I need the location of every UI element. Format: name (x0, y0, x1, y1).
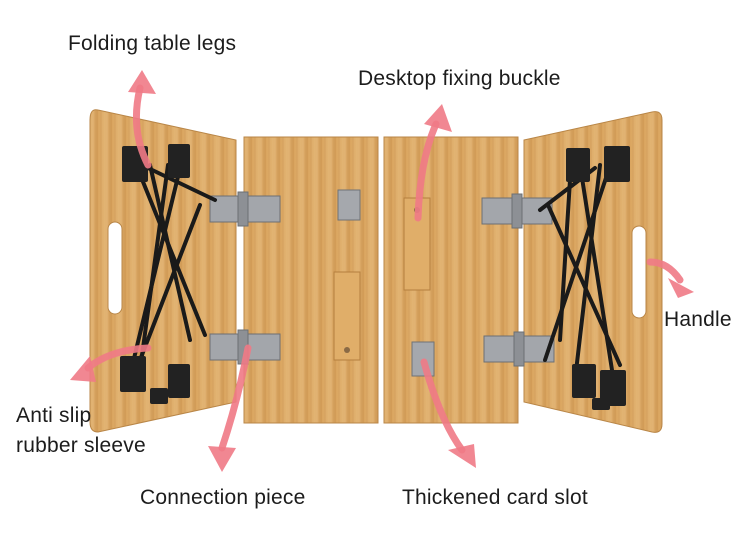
arrow-fixing-buckle (414, 120, 440, 222)
label-connection-piece: Connection piece (140, 486, 306, 509)
hinge-top-right (481, 193, 553, 229)
callout-arrows (84, 84, 684, 454)
arrow-card-slot (420, 358, 466, 454)
label-anti-slip-line1: Anti slip (16, 404, 92, 427)
label-anti-slip-line2: rubber sleeve (16, 434, 146, 457)
label-handle: Handle (664, 308, 732, 331)
wood-strip-left (333, 271, 361, 361)
right-leg-brackets (566, 146, 630, 410)
hinge-bottom-right (483, 331, 555, 367)
arrowhead-card-slot (448, 444, 476, 468)
strip-screw-left (344, 347, 350, 353)
right-panel (523, 111, 663, 433)
arrowhead-handle (668, 278, 694, 298)
arrowhead-folding-legs (128, 70, 156, 94)
center-right-panel (383, 136, 519, 424)
label-card-slot: Thickened card slot (402, 486, 588, 509)
arrowhead-anti-slip (70, 356, 96, 382)
label-folding-legs: Folding table legs (68, 32, 237, 55)
card-slot-top (337, 189, 361, 221)
left-leg-brackets (120, 144, 190, 404)
arrow-connection (218, 344, 252, 452)
left-handle-slot (107, 221, 123, 315)
callout-arrowheads (70, 70, 694, 472)
arrow-folding-legs (132, 84, 152, 169)
arrowhead-fixing-buckle (424, 104, 452, 132)
arrow-anti-slip (84, 344, 152, 372)
label-fixing-buckle: Desktop fixing buckle (358, 67, 561, 90)
left-folding-legs (128, 158, 217, 377)
hinge-top-left (209, 191, 281, 227)
right-folding-legs (538, 158, 622, 382)
arrowhead-connection (208, 446, 236, 472)
arrow-handle (646, 258, 684, 284)
right-handle-slot (631, 225, 647, 319)
